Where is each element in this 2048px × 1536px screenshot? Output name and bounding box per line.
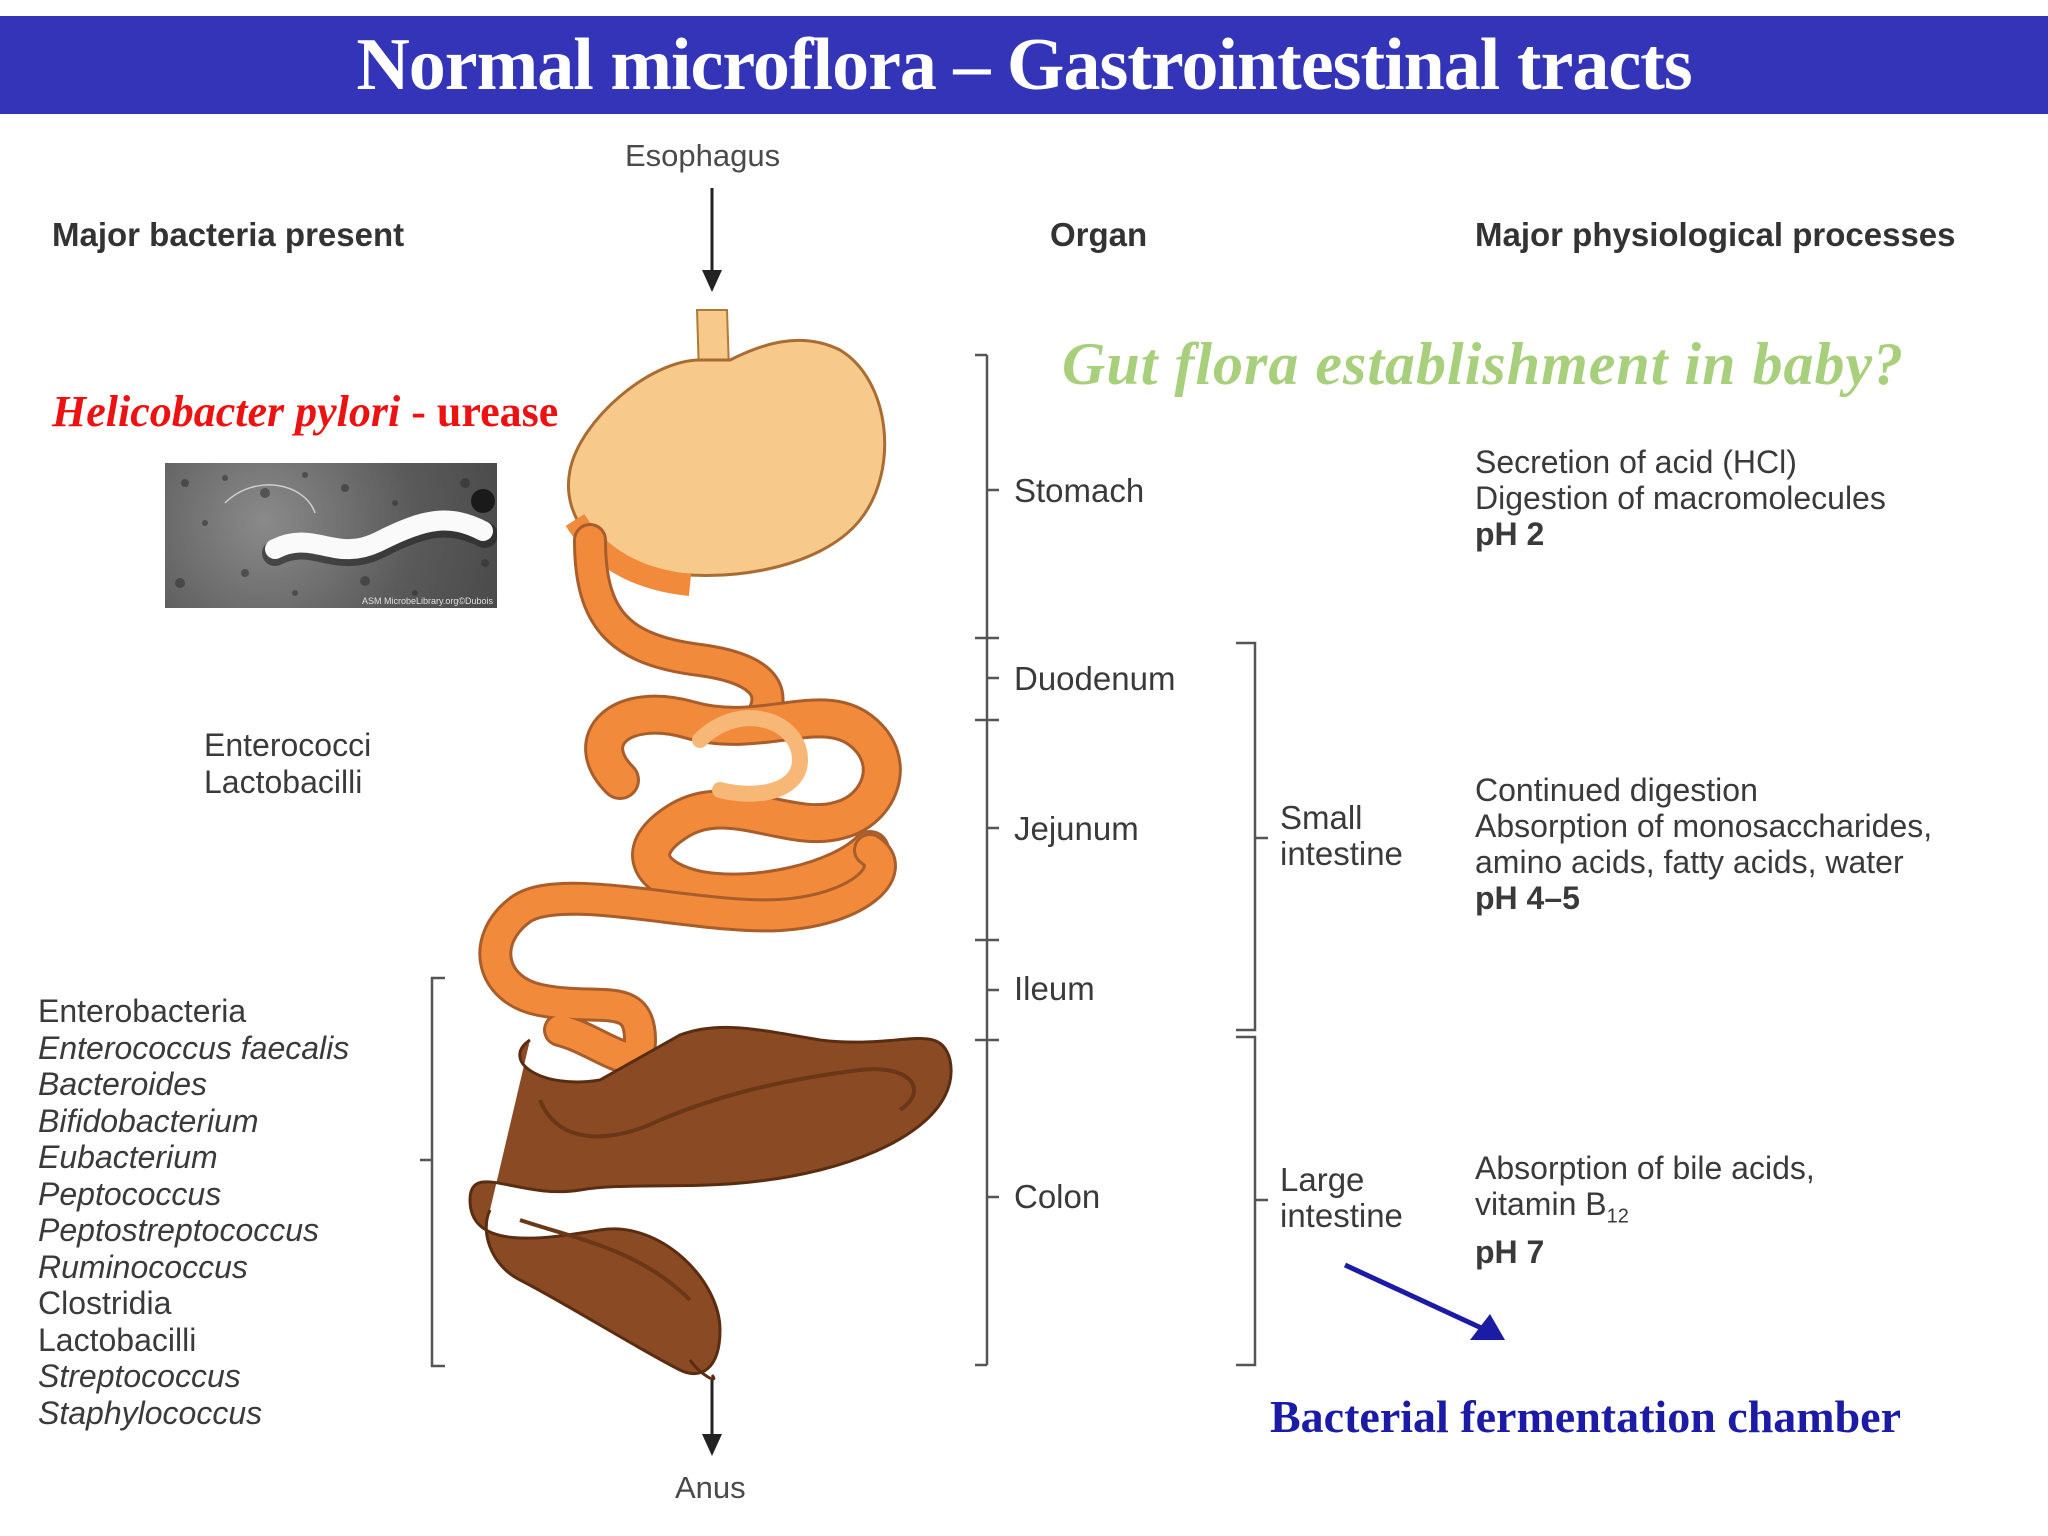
bacteria-item: Eubacterium [38,1139,218,1175]
bacteria-item: Enterococci [204,727,372,763]
bacteria-item: Bifidobacterium [38,1102,259,1139]
organ-jejunum: Jejunum [1014,810,1139,847]
fermentation-chamber-label: Bacterial fermentation chamber [1270,1391,1902,1442]
esophagus-arrow [702,188,722,292]
bacteria-item: Enterobacteria [38,993,247,1029]
stomach-body [567,338,887,578]
process-line-vitamin: vitamin B12 [1475,1186,1815,1234]
bacteria-item: Enterococcus faecalis [38,1029,350,1066]
micrograph-image [175,472,497,596]
organ-stomach: Stomach [1014,472,1145,509]
section-line: intestine [1280,835,1403,872]
section-brackets [1236,641,1268,1367]
header-organ: Organ [1050,216,1148,253]
h-pylori-enzyme: urease [436,387,559,436]
bacteria-item: Ruminococcus [38,1248,248,1285]
colon [468,1025,953,1381]
bacteria-item: Peptostreptococcus [38,1212,320,1248]
processes-large-intestine: Absorption of bile acids, vitamin B12 pH… [1475,1150,1815,1270]
section-line: Large [1280,1161,1365,1198]
anus-arrow [702,1380,722,1456]
processes-small-intestine: Continued digestion Absorption of monosa… [1475,772,1932,916]
bacteria-item: Clostridia [38,1285,172,1321]
gut-flora-question: Gut flora establishment in baby? [1062,331,1905,397]
bacteria-item: Lactobacilli [204,763,363,800]
ph-value: pH 7 [1475,1234,1545,1271]
process-line: Continued digestion [1475,772,1758,808]
bacteria-item: Staphylococcus [38,1394,263,1431]
ph-value: pH 2 [1475,516,1545,552]
anus-label: Anus [675,1470,746,1505]
vitamin-subscript: 12 [1606,1205,1629,1228]
organ-colon: Colon [1014,1178,1101,1215]
h-pylori-label: Helicobacter pylori - urease [52,386,558,437]
process-line: Secretion of acid (HCl) [1475,444,1797,480]
h-pylori-micrograph: ASM MicrobeLibrary.org©Dubois [165,463,497,608]
process-line: amino acids, fatty acids, water [1475,844,1904,880]
section-large-intestine: Large intestine [1280,1162,1403,1234]
bacteria-item: Streptococcus [38,1358,241,1394]
process-line: Absorption of monosaccharides, [1475,808,1933,844]
section-small-intestine: Small intestine [1280,800,1403,872]
bacteria-large-list: Enterobacteria Enterococcus faecalis Bac… [38,993,349,1431]
h-pylori-sep: - [400,387,437,436]
bacteria-item: Lactobacilli [38,1321,197,1358]
fermentation-arrow [1343,1262,1505,1340]
organ-bracket [975,353,999,1367]
esophagus-label: Esophagus [625,138,781,173]
bacteria-item: Bacteroides [38,1066,207,1102]
process-line: Absorption of bile acids, [1475,1150,1815,1186]
bacteria-item: Peptococcus [38,1175,222,1212]
small-intestine [478,523,902,1075]
section-line: Small [1280,799,1363,836]
bacteria-small-list: Enterococci Lactobacilli [204,727,371,800]
process-line: Digestion of macromolecules [1475,480,1886,516]
section-line: intestine [1280,1197,1403,1234]
bacteria-bracket [420,976,445,1368]
vitamin-text: vitamin B [1475,1186,1607,1222]
header-bacteria: Major bacteria present [52,216,405,253]
h-pylori-species: Helicobacter pylori [52,387,401,436]
title-bar: Normal microflora – Gastrointestinal tra… [0,16,2048,114]
processes-stomach: Secretion of acid (HCl) Digestion of mac… [1475,444,1886,552]
header-processes: Major physiological processes [1475,216,1956,253]
page-title: Normal microflora – Gastrointestinal tra… [356,23,1692,106]
micrograph-caption: ASM MicrobeLibrary.org©Dubois [361,596,493,606]
organ-duodenum: Duodenum [1014,660,1176,697]
ph-value: pH 4–5 [1475,880,1580,916]
organ-ileum: Ileum [1014,970,1095,1007]
